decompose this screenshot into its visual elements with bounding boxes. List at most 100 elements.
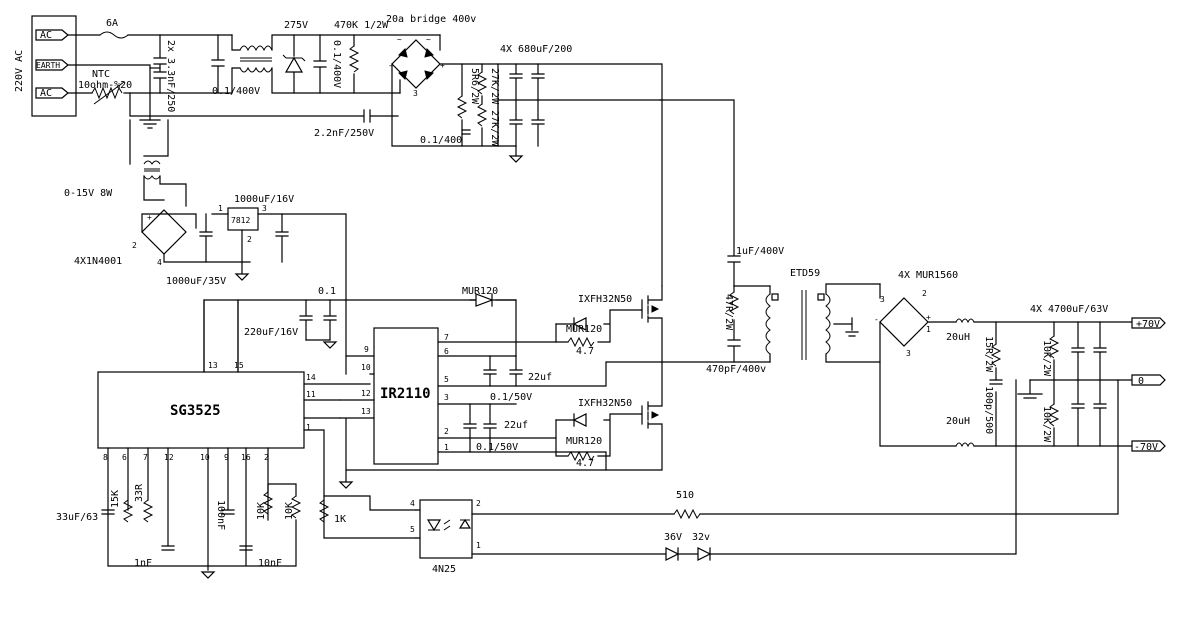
ir2110-label: IR2110 (380, 386, 431, 402)
cap-33u-label: 33uF/63 (56, 512, 98, 523)
svg-text:10: 10 (361, 363, 371, 372)
r-47-lower-label: 4.7 (576, 458, 594, 469)
output-terminals: +70V 0 -70V (1131, 317, 1166, 453)
filter-cap-label: 0.1/400V (331, 40, 342, 88)
r-10k-a-label: 10K (256, 502, 267, 520)
cap-1u-label: 1uF/400V (736, 246, 784, 257)
r-5r6-label: 5R6/2W (469, 68, 480, 105)
svg-text:2: 2 (247, 235, 252, 244)
mur120-lower-label: MUR120 (566, 436, 602, 447)
svg-text:3: 3 (444, 393, 449, 402)
fuse-label: 6A (106, 18, 118, 29)
svg-text:3: 3 (262, 204, 267, 213)
aux-transformer-label: 0-15V 8W (64, 188, 113, 199)
r-47r-label: 47R/2W (723, 294, 734, 331)
r-10k-b-label: 10K (284, 502, 295, 520)
ntc-label: NTC (92, 69, 110, 80)
svg-text:7: 7 (444, 333, 449, 342)
r-10k2w-b-label: 10K/2W (1041, 406, 1052, 443)
svg-text:~: ~ (397, 35, 402, 44)
bleeder-label: 470K 1/2W (334, 20, 389, 31)
r-47-upper-label: 4.7 (576, 346, 594, 357)
mosfet-upper-label: IXFH32N50 (578, 294, 632, 305)
varistor-275v: 275V (282, 20, 308, 94)
filter-capacitor-400v: 0.1/400V (313, 34, 342, 94)
cap-1nf-label: 1nF (134, 558, 152, 569)
svg-text:-: - (874, 315, 879, 324)
svg-text:6: 6 (122, 453, 127, 462)
bleeder-resistor-470k: 470K 1/2W (334, 20, 389, 94)
cap-1000u-16v (275, 213, 289, 263)
cap-01-label: 0.1 (318, 286, 336, 297)
output-plus-label: +70V (1136, 319, 1160, 330)
zener-36v-label: 36V (664, 532, 682, 543)
ntc-thermistor: NTC 10ohm-%20 (78, 69, 132, 105)
aux-bridge-rectifier: + 2 4 4X1N4001 (74, 209, 251, 267)
svg-text:1: 1 (444, 443, 449, 452)
cap-22u-top-label: 22uf (528, 372, 552, 383)
gate-drive-lower: MUR120 4.7 (555, 413, 643, 469)
cap-100nf-label: 100nF (215, 500, 226, 530)
cap-100p-label: 100p/500 (983, 386, 994, 434)
aux-transformer: 0-15V 8W (64, 119, 187, 207)
decoupling-caps: 0.1 220uF/16V (203, 286, 517, 375)
svg-text:~: ~ (426, 35, 431, 44)
cap-1000u-35v: 1000uF/35V (166, 213, 226, 287)
mosfet-lower-ixfh32n50: IXFH32N50 (345, 361, 663, 471)
feedback-optocoupler-4n25: 4 5 2 1 4N25 510 36V 32v (410, 379, 1119, 575)
svg-text:5: 5 (444, 375, 449, 384)
bootstrap-diode-mur120: MUR120 (462, 286, 517, 357)
y-capacitor-2n2: 2.2nF/250V (129, 92, 399, 139)
ycap-label: 2x 3.3nF/250 (165, 40, 176, 112)
svg-text:15: 15 (234, 361, 244, 370)
svg-text:6: 6 (444, 347, 449, 356)
regulator-7812: 7812 1 3 2 1000uF/16V (211, 194, 347, 375)
main-bridge-rectifier: ~ ~ - + 3 20a bridge 400v (386, 14, 663, 287)
gate-driver-ir2110: IR2110 9 10 12 13 7 6 5 3 2 1 (338, 323, 663, 489)
cap-1000u35-label: 1000uF/35V (166, 276, 226, 287)
svg-text:2: 2 (476, 499, 481, 508)
aux-bridge-label: 4X1N4001 (74, 256, 122, 267)
svg-text:14: 14 (306, 373, 316, 382)
output-bridge-label: 4X MUR1560 (898, 270, 958, 281)
cap-10nf-label: 10nF (258, 558, 282, 569)
output-minus-label: -70V (1134, 442, 1158, 453)
svg-text:2: 2 (444, 427, 449, 436)
r-15r-label: 15R/2W (983, 336, 994, 373)
cap-220u-label: 220uF/16V (244, 327, 298, 338)
ac-terminal-1: AC (40, 30, 52, 41)
mains-voltage-label: 220V AC (14, 50, 25, 92)
cap-470p-label: 470pF/400v (706, 364, 766, 375)
svg-text:2: 2 (264, 453, 269, 462)
svg-text:13: 13 (361, 407, 371, 416)
svg-text:3: 3 (880, 295, 885, 304)
r-510-label: 510 (676, 490, 694, 501)
out-cap-label: 4X 4700uF/63V (1030, 304, 1108, 315)
svg-text:8: 8 (103, 453, 108, 462)
bootstrap-capacitors: 22uf 0.1/50V 22uf 0.1/50V (463, 355, 552, 453)
mosfet-upper-ixfh32n50: IXFH32N50 (578, 285, 663, 363)
cap-01-50-bot-label: 0.1/50V (476, 442, 518, 453)
r-27k-label: 27K/2W 27K/2W (489, 68, 500, 147)
bridge-label: 20a bridge 400v (386, 14, 476, 25)
mur120-upper-label: MUR120 (566, 324, 602, 335)
earth-terminal: EARTH (36, 61, 60, 70)
sg3525-bottom-pins: 8 6 7 12 10 9 16 2 33uF/63 15K 33R 1nF 1… (56, 447, 417, 579)
fuse-6a: 6A (99, 18, 129, 39)
svg-text:7: 7 (143, 453, 148, 462)
svg-text:3: 3 (906, 349, 911, 358)
svg-text:-: - (388, 61, 393, 70)
common-mode-choke (239, 34, 441, 94)
svg-text:+: + (147, 213, 152, 222)
svg-text:5: 5 (410, 525, 415, 534)
zener-32v-label: 32v (692, 532, 710, 543)
x-capacitor: 0.1/400V (211, 34, 260, 97)
svg-text:4: 4 (410, 499, 415, 508)
coupling-cap-and-snubber: 1uF/400V 47R/2W 470pF/400v (659, 99, 784, 375)
r-1k-label: 1K (334, 514, 346, 525)
xcap-label: 0.1/400V (212, 86, 260, 97)
bulk-capacitor-bank: 5R6/2W 27K/2W 27K/2W 4X 680uF/200 0.1/40… (420, 44, 661, 163)
svg-text:9: 9 (364, 345, 369, 354)
